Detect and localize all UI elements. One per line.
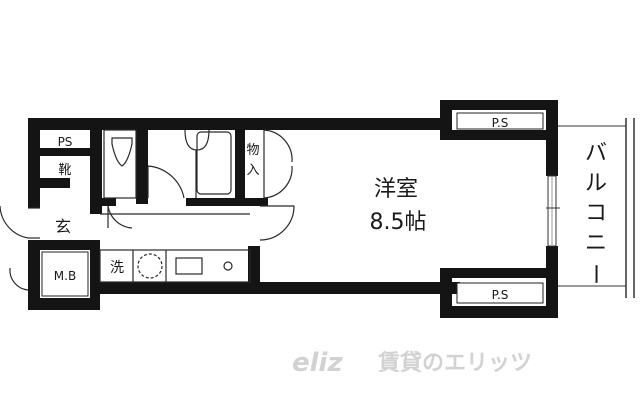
ps-right-bottom-label: P.S [492, 288, 509, 302]
room-size-label: 8.5帖 [370, 210, 427, 235]
svg-text:バ: バ [585, 141, 607, 166]
balcony-label: バ ル コ ニ ー [582, 141, 607, 285]
watermark-text: 賃貸のエリッツ [377, 350, 532, 376]
window [546, 175, 560, 247]
ps-right-top-label: P.S [492, 116, 509, 130]
watermark-logo: eliz [292, 348, 343, 378]
mb-label: M.B [54, 269, 76, 283]
svg-text:ー: ー [582, 263, 607, 285]
shoe-closet-label: 靴 [58, 163, 71, 178]
room-name-label: 洋室 [374, 177, 418, 202]
laundry-label: 洗 [110, 260, 124, 276]
entrance-label: 玄 [55, 217, 71, 236]
svg-text:ニ: ニ [585, 231, 607, 256]
svg-text:ル: ル [585, 171, 607, 196]
svg-text:コ: コ [585, 201, 607, 226]
ps-label: PS [58, 135, 73, 149]
balcony [558, 118, 635, 298]
storage-label-2: 入 [246, 163, 259, 178]
walls [28, 100, 558, 318]
storage-label-1: 物 [246, 143, 259, 158]
watermark: eliz 賃貸のエリッツ [292, 348, 532, 378]
